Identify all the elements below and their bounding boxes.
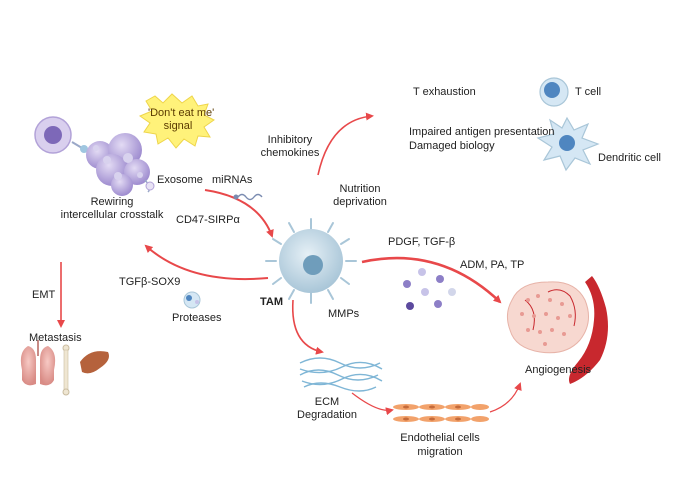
metastasis-organs: [20, 340, 109, 396]
t-exhaustion-label: T exhaustion: [413, 86, 476, 98]
nutrition-label: Nutrition: [339, 183, 381, 195]
arrow-ecm-to-endothelial: [351, 392, 394, 416]
t-cell: [539, 77, 569, 107]
angiogenesis-label: Angiogenesis: [525, 364, 592, 376]
arrow-nutrition-to-immune: [317, 112, 374, 176]
tam-label: TAM: [260, 296, 284, 308]
tumor-cell-cluster: [34, 116, 155, 196]
ecm-label: ECM: [314, 396, 340, 408]
mirnas-label: miRNAs: [212, 174, 253, 186]
arrow-tam-to-ecm: [291, 299, 324, 355]
tgfb-sox9-label: TGFβ-SOX9: [119, 276, 181, 288]
endothelial-cells-label: Endothelial cells: [400, 432, 480, 444]
proteases-label: Proteases: [172, 312, 222, 324]
inhibitory-label: Inhibitory: [267, 134, 313, 146]
arrow-exosome-to-tam: [204, 189, 274, 238]
adm-label: ADM, PA, TP: [460, 259, 525, 271]
rewiring-label: Rewiring: [90, 196, 134, 208]
deprivation-label: deprivation: [333, 196, 387, 208]
pdgf-label: PDGF, TGF-β: [388, 236, 456, 248]
cd47-sirpa-label: CD47-SIRPα: [176, 214, 240, 226]
degradation-label: Degradation: [297, 409, 357, 421]
damaged-biology-label: Damaged biology: [409, 140, 495, 152]
dont-eat-me-label: 'Don't eat me': [148, 107, 215, 119]
ecm-fibers: [299, 357, 383, 392]
angiogenesis-tumor: [506, 276, 608, 384]
mmps-label: MMPs: [328, 308, 360, 320]
metastasis-label: Metastasis: [29, 332, 82, 344]
arrow-tam-to-angiogenesis: [361, 256, 502, 304]
migration-label: migration: [417, 446, 463, 458]
speech-bubble: [138, 93, 215, 149]
arrow-endothelial-to-angiogenesis: [489, 382, 522, 413]
endothelial-cells: [393, 404, 489, 422]
impaired-antigen-label: Impaired antigen presentation: [409, 126, 555, 138]
t-cell-label: T cell: [575, 86, 602, 98]
tam-macrophage: [265, 218, 357, 304]
signal-label: signal: [163, 120, 193, 132]
chemokines-label: chemokines: [260, 147, 320, 159]
intercellular-crosstalk-label: intercellular crosstalk: [60, 209, 164, 221]
emt-label: EMT: [32, 289, 56, 301]
arrow-tam-to-rewiring: [144, 244, 269, 281]
dendritic-cell-label: Dendritic cell: [598, 152, 661, 164]
growth-factor-dots: [403, 268, 456, 310]
exosome-label: Exosome: [157, 174, 203, 186]
mirna-icon: [233, 193, 263, 201]
protease-icon: [183, 291, 201, 309]
dendritic-cell: [536, 116, 600, 172]
